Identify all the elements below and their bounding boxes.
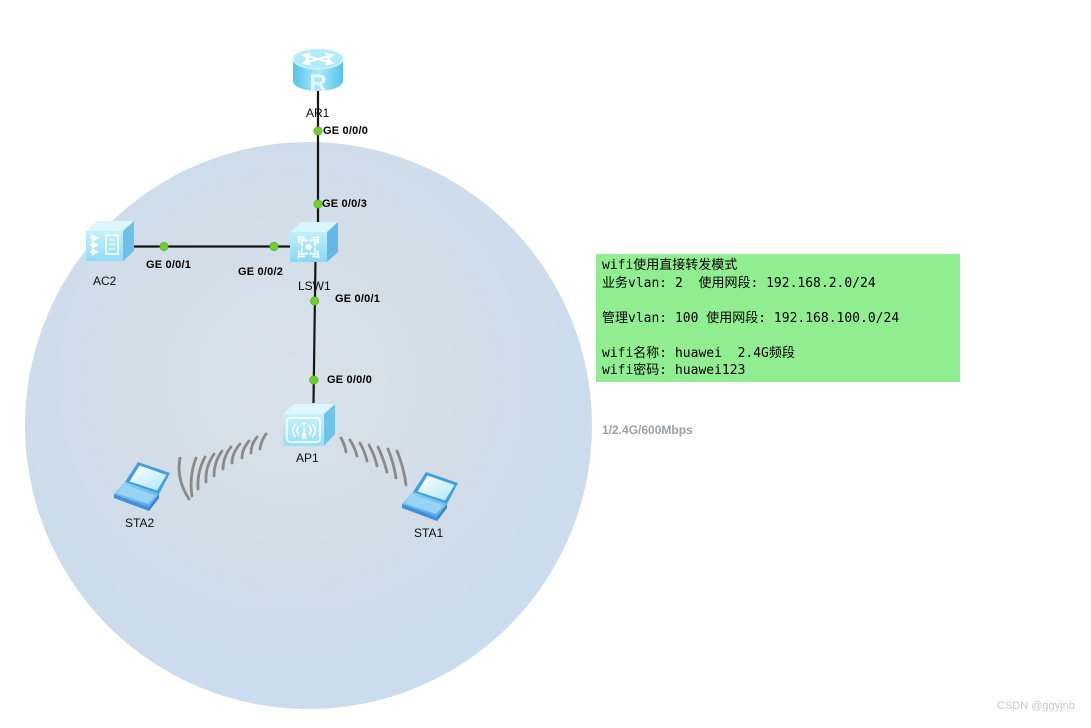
ac-arrows-glyph xyxy=(90,234,100,256)
port-label-lsw1-ge002: GE 0/0/2 xyxy=(238,266,284,278)
device-label-ar1: AR1 xyxy=(306,106,330,120)
wireless-rate-label: 1/2.4G/600Mbps xyxy=(602,423,693,437)
laptop-icon-sta2[interactable] xyxy=(112,460,178,514)
port-label-lsw1-ge003: GE 0/0/3 xyxy=(322,198,368,210)
port-label-lsw1-ge001: GE 0/0/1 xyxy=(335,293,381,305)
switch-arrows-glyph xyxy=(297,236,320,258)
watermark: CSDN @ggyjnb xyxy=(997,700,1075,712)
port-label-ar1-ge000: GE 0/0/0 xyxy=(323,125,369,137)
wlan-ap-icon-ap1[interactable] xyxy=(281,401,337,450)
device-label-lsw1: LSW1 xyxy=(298,279,331,293)
wifi-config-note[interactable]: wifi使用直接转发模式 业务vlan: 2 使用网段: 192.168.2.0… xyxy=(596,254,960,382)
ap-antenna-glyph xyxy=(286,417,321,443)
port-label-ac2-ge001: GE 0/0/1 xyxy=(146,259,192,271)
device-label-ap1: AP1 xyxy=(296,451,319,465)
switch-icon-lsw1[interactable] xyxy=(288,220,340,266)
router-icon-ar1[interactable]: R xyxy=(290,46,346,98)
ac-list-glyph xyxy=(105,234,119,255)
router-r-glyph: R xyxy=(309,70,326,97)
wlan-ac-icon-ac2[interactable] xyxy=(84,219,136,265)
device-label-ac2: AC2 xyxy=(93,274,117,288)
port-label-ap1-ge000: GE 0/0/0 xyxy=(327,374,373,386)
device-label-sta2: STA2 xyxy=(125,516,155,530)
laptop-icon-sta1[interactable] xyxy=(400,470,466,524)
port-dot xyxy=(313,126,323,136)
device-label-sta1: STA1 xyxy=(414,526,444,540)
